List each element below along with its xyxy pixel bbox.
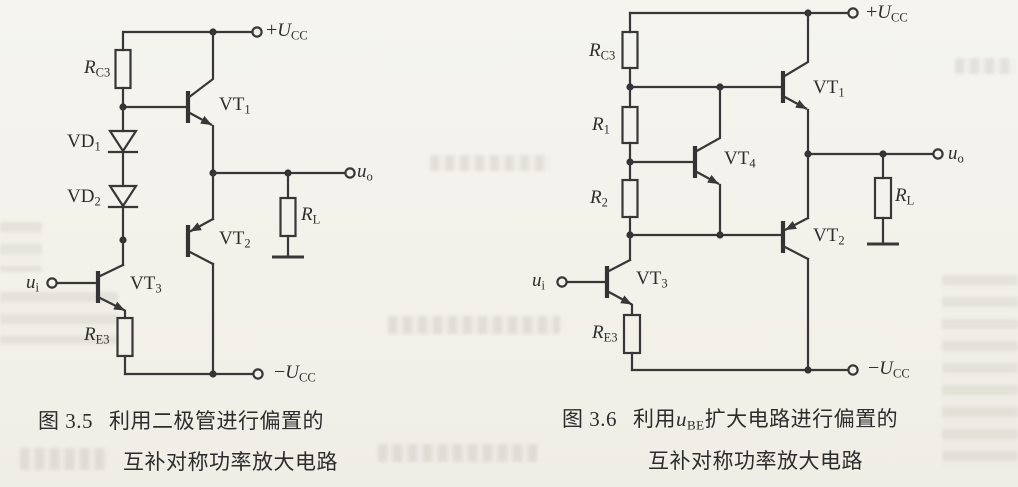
label-ucc-neg: −UCC: [274, 361, 316, 385]
bleedthrough-smudge: [955, 58, 1015, 74]
resistor-rl: [272, 171, 304, 259]
figure-number: 图 3.5: [38, 409, 93, 433]
label-vt2: VT2: [219, 228, 251, 251]
input-net: [46, 277, 98, 289]
terminal-uo: [344, 167, 356, 179]
bleedthrough-smudge: [430, 155, 550, 171]
terminal-ucc-neg: [252, 368, 264, 380]
transistor-vt2: [185, 171, 215, 376]
diode-vd2: [107, 150, 139, 244]
positive-supply-rail: [122, 26, 263, 38]
label-rl: RL: [301, 204, 321, 227]
label-uo: uo: [948, 143, 964, 166]
resistor-re3: [116, 316, 134, 376]
bleedthrough-smudge: [942, 275, 1018, 470]
transistor-vt2: [780, 152, 810, 372]
junction-dot: [804, 366, 812, 374]
output-net: [804, 148, 944, 160]
transistor-vt1: [185, 30, 215, 175]
label-vd1: VD1: [67, 131, 101, 154]
input-net: [556, 276, 607, 288]
transistor-vt1: [780, 11, 810, 156]
negative-supply-rail: [630, 364, 859, 376]
transistor-vt3: [604, 233, 634, 317]
label-vt1: VT1: [219, 94, 251, 117]
label-vt3: VT3: [636, 268, 668, 291]
label-vt3: VT3: [130, 273, 162, 296]
resistor-re3: [622, 313, 642, 372]
label-re3: RE3: [84, 324, 110, 347]
label-re3: RE3: [592, 322, 618, 345]
circuit-fig36: [556, 7, 944, 376]
terminal-ucc-neg: [847, 364, 859, 376]
vt1-base-net: [628, 83, 783, 91]
label-rc3: RC3: [84, 57, 111, 80]
label-rl: RL: [895, 185, 915, 208]
circuit-fig35: [46, 26, 356, 380]
label-r2: R2: [590, 187, 608, 210]
label-ui: ui: [532, 270, 545, 293]
diode-vd1: [107, 105, 139, 154]
label-ucc-neg: −UCC: [868, 357, 910, 381]
positive-supply-rail: [628, 7, 859, 19]
bleedthrough-smudge: [388, 316, 560, 334]
label-ui: ui: [26, 272, 39, 295]
negative-supply-rail: [123, 368, 264, 380]
bleedthrough-smudge: [0, 222, 42, 272]
label-ucc-pos: +UCC: [866, 1, 908, 25]
bleedthrough-smudge: [20, 448, 108, 470]
caption-line2: 互补对称功率放大电路: [123, 450, 338, 474]
label-vd2: VD2: [67, 186, 101, 209]
label-ucc-pos: +UCC: [266, 19, 308, 43]
bleedthrough-smudge: [378, 444, 538, 462]
terminal-ucc-pos: [251, 26, 263, 38]
caption-line2: 互补对称功率放大电路: [648, 449, 863, 474]
terminal-ui: [46, 277, 58, 289]
resistor-r2: [621, 160, 639, 239]
label-r1: R1: [592, 114, 610, 137]
label-vt4: VT4: [724, 148, 756, 171]
label-uo: uo: [357, 161, 373, 184]
vt1-base-net: [119, 103, 188, 111]
terminal-uo: [932, 148, 944, 160]
terminal-ui: [556, 276, 568, 288]
label-vt1: VT1: [813, 77, 845, 100]
figure-number: 图 3.6: [562, 407, 617, 431]
resistor-rl: [867, 152, 899, 246]
label-rc3: RC3: [589, 40, 616, 63]
resistor-rc3: [114, 30, 132, 109]
terminal-ucc-pos: [847, 7, 859, 19]
transistor-vt4: [692, 85, 722, 237]
junction-dot: [209, 370, 217, 378]
output-net: [209, 167, 356, 179]
resistor-rc3: [621, 11, 639, 91]
vt2-base-net: [628, 231, 783, 239]
resistor-r1: [621, 85, 695, 166]
label-vt2: VT2: [813, 225, 845, 248]
transistor-vt3: [95, 238, 127, 320]
